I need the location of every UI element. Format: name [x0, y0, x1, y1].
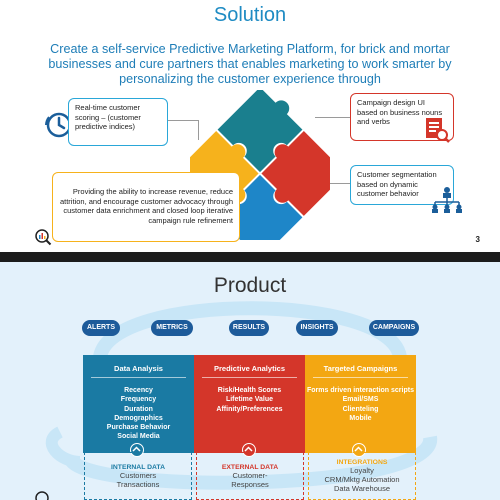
- panel-list: Risk/Health Scores Lifetime Value Affini…: [194, 386, 305, 414]
- panel-title: Data Analysis: [91, 355, 186, 378]
- list-item: Affinity/Preferences: [216, 405, 283, 413]
- slide-subtitle: Create a self-service Predictive Marketi…: [48, 42, 452, 86]
- tag-results: RESULTS: [229, 320, 269, 336]
- tag-metrics: METRICS: [151, 320, 193, 336]
- connector-line: [168, 120, 198, 121]
- product-slide: Product ALERTS METRICS RESULTS INSIGHTS …: [0, 262, 500, 500]
- source-item: CRM/Mktg Automation: [324, 475, 400, 484]
- up-arrow-icon: [352, 443, 366, 457]
- callout-segmentation: Customer segmentation based on dynamic c…: [350, 165, 454, 205]
- list-item: Demographics: [114, 414, 163, 422]
- callout-revenue: Providing the ability to increase revenu…: [52, 172, 240, 242]
- connector-line: [198, 120, 199, 140]
- tag-campaigns: CAMPAIGNS: [369, 320, 419, 336]
- tag-alerts: ALERTS: [82, 320, 120, 336]
- panel-title: Predictive Analytics: [202, 355, 297, 378]
- slide-title: Solution: [213, 4, 287, 26]
- callout-revenue-text: Providing the ability to increase revenu…: [59, 187, 233, 225]
- source-external-data: EXTERNAL DATA Customer- Responses: [196, 452, 304, 500]
- list-item: Social Media: [117, 433, 160, 441]
- list-item: Frequency: [120, 396, 157, 404]
- source-title: EXTERNAL DATA: [221, 464, 279, 471]
- panel-predictive-analytics: Predictive Analytics Risk/Health Scores …: [194, 355, 305, 453]
- source-item: Customer-: [232, 471, 268, 480]
- panel-data-analysis: Data Analysis Recency Frequency Duration…: [83, 355, 194, 453]
- list-item: Email/SMS: [342, 396, 379, 404]
- list-item: Mobile: [349, 414, 372, 422]
- list-item: Duration: [124, 405, 153, 413]
- list-item: Risk/Health Scores: [217, 387, 282, 394]
- list-item: Purchase Behavior: [106, 424, 171, 432]
- analytics-logo-icon: [35, 229, 52, 246]
- solution-slide: Solution Create a self-service Predictiv…: [0, 0, 500, 252]
- list-item: Forms driven interaction scripts: [307, 387, 414, 394]
- source-item: Loyalty: [350, 466, 374, 475]
- org-chart-icon: [432, 187, 462, 213]
- source-integrations: INTEGRATIONS Loyalty CRM/Mktg Automation…: [308, 452, 416, 500]
- panel-list: Forms driven interaction scripts Email/S…: [305, 386, 416, 423]
- source-item: Transactions: [116, 480, 160, 489]
- panel-list: Recency Frequency Duration Demographics …: [83, 386, 194, 442]
- list-item: Clienteling: [342, 405, 379, 413]
- analytics-logo-icon: [35, 491, 49, 500]
- up-arrow-icon: [242, 443, 256, 457]
- callout-scoring: Real-time customer scoring – (customer p…: [68, 98, 168, 146]
- source-title: INTERNAL DATA: [111, 464, 165, 471]
- slide-title: Product: [213, 274, 287, 297]
- list-item: Recency: [124, 387, 153, 394]
- document-search-icon: [426, 118, 450, 143]
- panel-targeted-campaigns: Targeted Campaigns Forms driven interact…: [305, 355, 416, 453]
- list-item: Lifetime Value: [225, 396, 274, 404]
- page-number: 3: [475, 235, 480, 244]
- source-item: Customers: [119, 471, 157, 480]
- up-arrow-icon: [130, 443, 144, 457]
- source-item: Responses: [231, 480, 269, 489]
- connector-line: [320, 183, 350, 184]
- source-title: INTEGRATIONS: [336, 459, 388, 466]
- tag-insights: INSIGHTS: [296, 320, 338, 336]
- panel-title: Targeted Campaigns: [313, 355, 408, 378]
- source-internal-data: INTERNAL DATA Customers Transactions: [84, 452, 192, 500]
- source-item: Data Warehouse: [333, 484, 390, 493]
- connector-line: [315, 117, 350, 118]
